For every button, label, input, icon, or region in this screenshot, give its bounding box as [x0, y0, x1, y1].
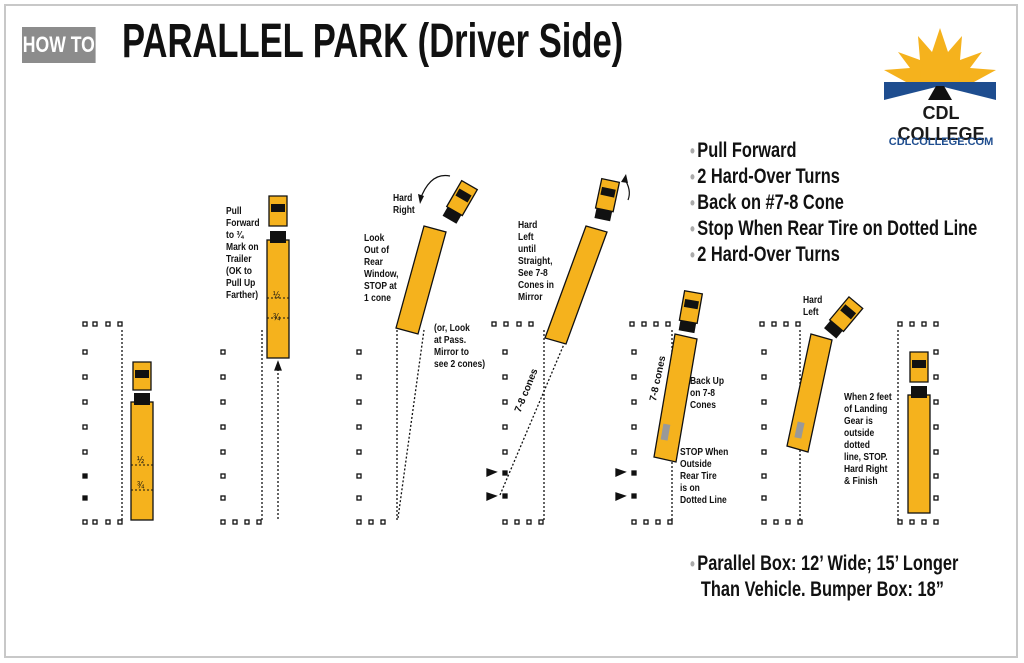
step-item: •Stop When Rear Tire on Dotted Line	[690, 217, 978, 240]
label-half-2: ½	[273, 290, 281, 301]
label-back-up: Back Up on 7-8 Cones	[690, 376, 725, 411]
label-landing-gear: When 2 feet of Landing Gear is outside d…	[844, 392, 892, 487]
bullet-icon: •	[690, 245, 695, 265]
box-size-note: •Parallel Box: 12’ Wide; 15’ Longer Than…	[690, 552, 959, 601]
box-diagram-5	[615, 321, 673, 525]
step-item: •Pull Forward	[690, 139, 797, 162]
step-item: •2 Hard-Over Turns	[690, 165, 840, 188]
truck-2	[266, 195, 290, 359]
truck-4	[544, 174, 630, 345]
truck-7	[907, 351, 931, 514]
how-to-badge: HOW TO	[22, 27, 96, 63]
box-diagram-3	[356, 329, 425, 525]
box-diagram-2	[220, 330, 282, 525]
bullet-icon: •	[690, 193, 695, 213]
truck-1	[130, 361, 154, 521]
bullet-icon: •	[690, 141, 695, 161]
label-half-1: ½	[137, 455, 145, 466]
step-item: •Back on #7-8 Cone	[690, 191, 844, 214]
label-pull-forward: Pull Forward to ¾ Mark on Trailer (OK to…	[226, 206, 260, 301]
page-title: PARALLEL PARK (Driver Side)	[122, 15, 624, 68]
label-hard-left-until: Hard Left until Straight, See 7-8 Cones …	[518, 220, 554, 303]
logo-url-link[interactable]: CDLCOLLEGE.COM	[888, 136, 994, 148]
bullet-icon: •	[690, 554, 695, 574]
sun-logo-icon	[884, 28, 996, 100]
label-three-quarter-1: ¾	[137, 480, 145, 491]
truck-5	[653, 289, 704, 463]
label-three-quarter-2: ¾	[273, 312, 281, 323]
label-or-look: (or, Look at Pass. Mirror to see 2 cones…	[434, 323, 486, 370]
steps-list: •Pull Forward •2 Hard-Over Turns •Back o…	[690, 138, 1024, 268]
step-item: •2 Hard-Over Turns	[690, 243, 840, 266]
bullet-icon: •	[690, 219, 695, 239]
box-diagram-6	[759, 321, 939, 525]
label-hard-left: Hard Left	[803, 295, 823, 318]
truck-3	[395, 174, 479, 335]
label-stop-when: STOP When Outside Rear Tire is on Dotted…	[680, 447, 729, 506]
logo-name: CDL COLLEGE	[897, 103, 985, 144]
label-hard-right: Hard Right	[393, 193, 415, 216]
truck-6	[786, 295, 864, 453]
box-diagram-4	[486, 321, 571, 525]
label-look-rear: Look Out of Rear Window, STOP at 1 cone	[364, 233, 399, 304]
box-diagram-1	[82, 321, 123, 525]
bullet-icon: •	[690, 167, 695, 187]
border-frame	[4, 4, 1018, 658]
